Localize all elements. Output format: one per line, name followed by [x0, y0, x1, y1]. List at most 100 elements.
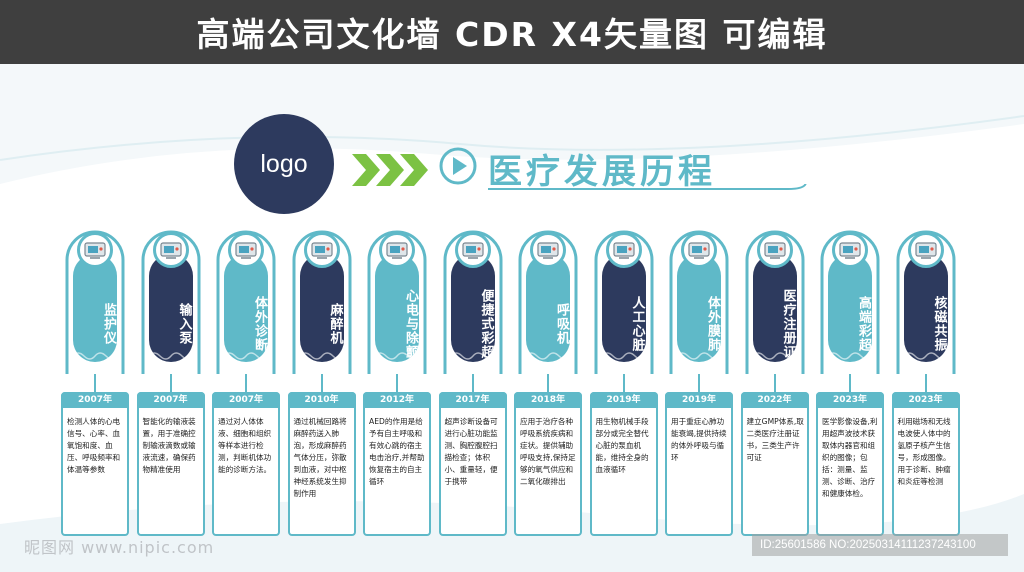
wave-decoration [375, 352, 419, 360]
connector-line [849, 374, 851, 392]
wave-decoration [677, 352, 721, 360]
milestone-description: 应用于治疗各种呼吸系统疾病和症状。提供辅助呼吸支持,保持足够的氧气供应和二氧化碳… [520, 417, 576, 486]
mri-icon [907, 232, 944, 268]
wave-decoration [224, 352, 268, 360]
milestone-card: 2007年通过对人体体液、细胞和组织等样本进行检测，判断机体功能的诊断方法。 [212, 392, 280, 536]
milestone-year: 2018年 [514, 392, 582, 408]
timeline-item: 监护仪 [63, 228, 127, 374]
play-icon [439, 147, 477, 185]
timeline-item: 心电与除颤 [365, 228, 429, 374]
milestone-card: 2017年超声诊断设备可进行心脏功能监测、胸腔腹腔扫描检查；体积小、重量轻，便于… [438, 392, 507, 536]
top-banner: 高端公司文化墙 CDR X4矢量图 可编辑 [0, 0, 1024, 64]
connector-line [773, 374, 776, 392]
milestone-year: 2023年 [891, 392, 960, 408]
heading-underline [488, 184, 807, 190]
image-id-badge: ID:25601586 NO:20250314111237243100 [752, 534, 1008, 556]
wave-decoration [526, 352, 570, 360]
item-name: 输入泵 [176, 303, 192, 345]
milestone-description: 通过对人体体液、细胞和组织等样本进行检测，判断机体功能的诊断方法。 [218, 417, 272, 474]
item-tab: 高端彩超 [828, 254, 872, 362]
milestone-card: 2023年利用磁场和无线电波使人体中的氢原子核产生信号，形成图像。用于诊断、肿瘤… [891, 392, 960, 536]
milestone-year: 2007年 [61, 392, 129, 408]
defibrillator-icon [379, 232, 415, 268]
milestone-description: 医学影像设备,利用超声波技术获取体内器官和组织的图像；包括：测量、监测、诊断、治… [822, 417, 878, 498]
monitor-icon [77, 232, 113, 268]
timeline-item: 体外诊断 [214, 228, 278, 374]
timeline-item: 体外膜肺 [667, 228, 731, 374]
logo-text: logo [260, 149, 308, 178]
connector-line [471, 374, 474, 392]
company-logo: logo [234, 114, 334, 214]
ultrasound-cart-icon [832, 232, 868, 268]
item-name: 高端彩超 [856, 296, 871, 352]
chevron-arrows-icon [352, 154, 428, 186]
timeline-item: 人工心脏 [592, 228, 656, 374]
milestone-description: 用于重症心肺功能衰竭,提供持续的体外呼吸与循环 [671, 417, 727, 462]
item-tab: 医疗注册证 [752, 254, 797, 362]
ultrasound-icon [454, 232, 491, 268]
milestone-card: 2019年用生物机械手段部分或完全替代心脏的泵血机能，维持全身的血液循环 [589, 392, 658, 536]
milestone-year: 2019年 [589, 392, 658, 408]
wave-decoration [450, 352, 495, 360]
milestone-year: 2019年 [665, 392, 733, 408]
item-name: 监护仪 [101, 303, 116, 345]
connector-line [245, 374, 247, 392]
milestone-card: 2010年通过机械回路将麻醉药送入肺泡，形成麻醉药气体分压，弥散到血液，对中枢神… [287, 392, 356, 536]
item-tab: 核磁共振 [903, 254, 948, 362]
item-tab: 输入泵 [148, 254, 193, 362]
item-name: 麻醉机 [327, 303, 343, 345]
item-tab: 人工心脏 [601, 254, 646, 362]
milestone-description: 利用磁场和无线电波使人体中的氢原子核产生信号，形成图像。用于诊断、肿瘤和炎症等检… [897, 417, 951, 486]
artificial-heart-icon [605, 232, 642, 268]
wave-decoration [73, 352, 117, 360]
item-name: 呼吸机 [554, 303, 569, 345]
timeline-item: 核磁共振 [894, 228, 958, 374]
milestone-description: AED的作用是给予有自主呼吸和有效心跳的宿主电击治疗,并帮助恢复宿主的自主循环 [369, 417, 425, 486]
milestone-card: 2022年建立GMP体系,取二类医疗注册证书，三类生产许可证 [740, 392, 809, 536]
item-name: 心电与除颤 [403, 289, 418, 359]
connector-line [698, 374, 700, 392]
item-tab: 监护仪 [73, 254, 117, 362]
item-name: 体外诊断 [252, 296, 267, 352]
ventilator-icon [530, 232, 566, 268]
watermark-text: 昵图网 www.nipic.com [24, 538, 215, 557]
connector-line [622, 374, 625, 392]
milestone-card: 2007年检测人体的心电信号、心率、血氧饱和度、血压、呼吸频率和体温等参数 [61, 392, 129, 536]
wave-decoration [903, 352, 948, 360]
analyzer-icon [228, 232, 264, 268]
milestone-card: 2023年医学影像设备,利用超声波技术获取体内器官和组织的图像；包括：测量、监测… [816, 392, 884, 536]
timeline-item: 医疗注册证 [743, 228, 807, 374]
timeline-item: 便捷式彩超 [441, 228, 505, 374]
milestone-card: 2019年用于重症心肺功能衰竭,提供持续的体外呼吸与循环 [665, 392, 733, 536]
wave-decoration [601, 352, 646, 360]
connector-line [924, 374, 927, 392]
item-name: 人工心脏 [629, 296, 645, 352]
item-tab: 体外膜肺 [677, 254, 721, 362]
infusion-pump-icon [152, 232, 189, 268]
item-name: 核磁共振 [931, 296, 947, 352]
milestone-year: 2022年 [740, 392, 809, 408]
milestone-description: 检测人体的心电信号、心率、血氧饱和度、血压、呼吸频率和体温等参数 [67, 417, 121, 474]
milestone-description: 智能化的输液装置，用于准确控制输液滴数或输液流速，确保药物精准使用 [142, 417, 196, 474]
milestone-description: 用生物机械手段部分或完全替代心脏的泵血机能，维持全身的血液循环 [595, 417, 649, 474]
item-tab: 麻醉机 [299, 254, 344, 362]
wave-decoration [148, 352, 193, 360]
item-name: 医疗注册证 [780, 289, 796, 359]
milestone-card: 2018年应用于治疗各种呼吸系统疾病和症状。提供辅助呼吸支持,保持足够的氧气供应… [514, 392, 582, 536]
connector-line [396, 374, 398, 392]
item-name: 体外膜肺 [705, 296, 720, 352]
milestone-year: 2017年 [438, 392, 507, 408]
milestone-description: 超声诊断设备可进行心脏功能监测、胸腔腹腔扫描检查；体积小、重量轻，便于携带 [444, 417, 498, 486]
banner-title: 高端公司文化墙 CDR X4矢量图 可编辑 [196, 15, 828, 54]
anesthesia-machine-icon [303, 232, 340, 268]
item-tab: 体外诊断 [224, 254, 268, 362]
section-heading: 医疗发展历程 [488, 152, 716, 192]
timeline-item: 输入泵 [139, 228, 203, 374]
connector-line [169, 374, 172, 392]
milestone-year: 2010年 [287, 392, 356, 408]
milestone-year: 2023年 [816, 392, 884, 408]
item-tab: 便捷式彩超 [450, 254, 495, 362]
wave-decoration [299, 352, 344, 360]
timeline-item: 麻醉机 [290, 228, 354, 374]
milestone-year: 2012年 [363, 392, 431, 408]
